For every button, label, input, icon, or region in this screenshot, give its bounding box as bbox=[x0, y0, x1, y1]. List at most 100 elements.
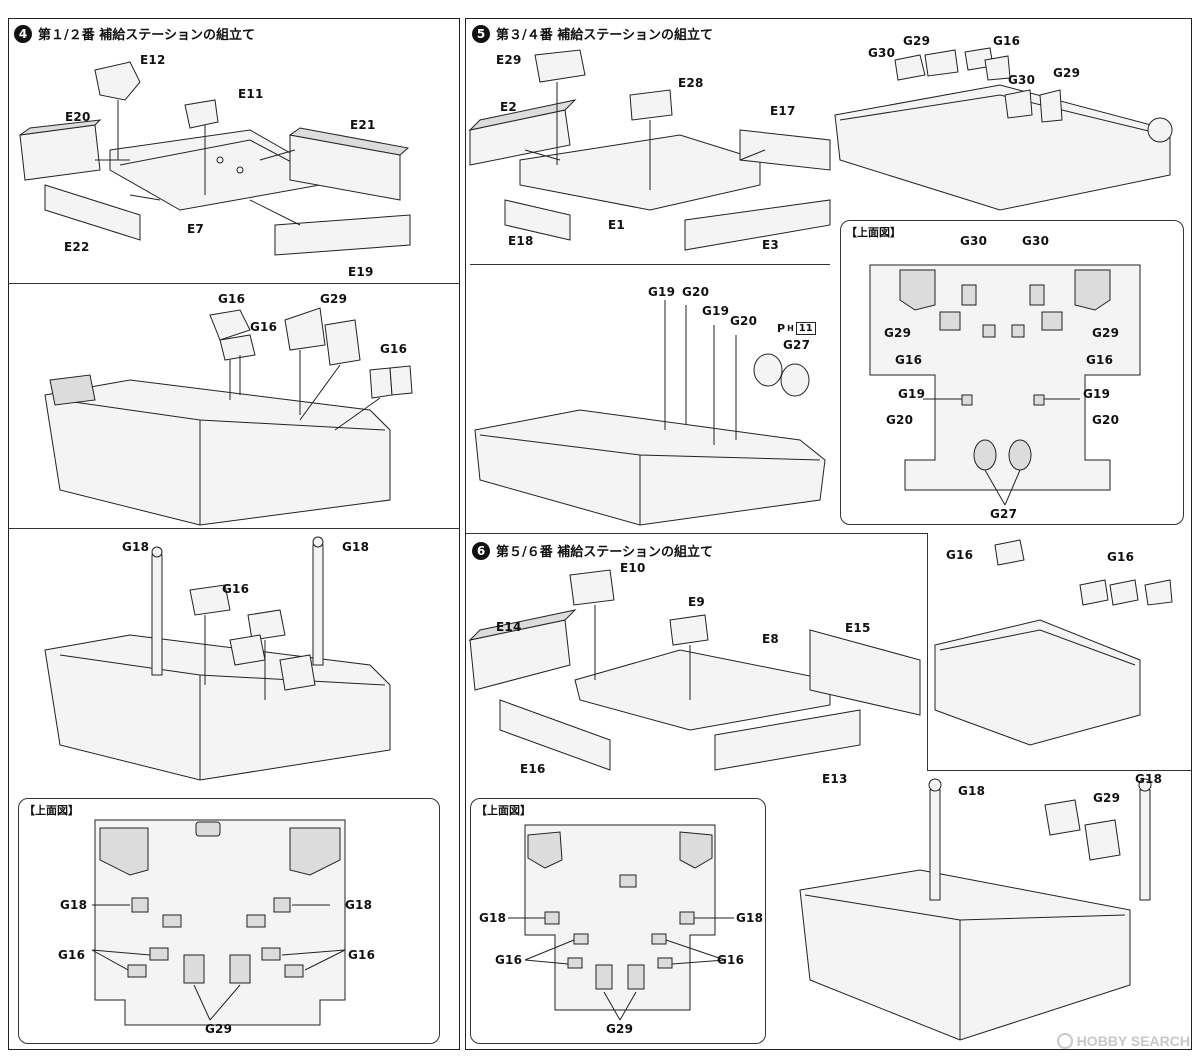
step5-top-view bbox=[869, 264, 1141, 506]
step5-assembly-middle bbox=[474, 300, 826, 526]
label-G29-tv5b: G29 bbox=[1092, 326, 1120, 340]
label-G29-s5b: G29 bbox=[1053, 66, 1081, 80]
step-6-title: 第５/６番 補給ステーションの組立て bbox=[496, 545, 714, 560]
label-G29-tv5a: G29 bbox=[884, 326, 912, 340]
label-G30-tv5a: G30 bbox=[960, 234, 988, 248]
left-column-frame bbox=[8, 18, 460, 1050]
label-E8: E8 bbox=[762, 632, 779, 646]
label-G16-tv5b: G16 bbox=[1086, 353, 1114, 367]
label-E22: E22 bbox=[64, 240, 90, 254]
label-E20: E20 bbox=[65, 110, 91, 124]
label-G20-s5a: G20 bbox=[682, 285, 710, 299]
label-G27-s5a: G27 bbox=[783, 338, 811, 352]
watermark-text: HOBBY SEARCH bbox=[1076, 1033, 1190, 1049]
top-view-title-step4: 【上面図】 bbox=[24, 804, 79, 817]
label-G20-s5b: G20 bbox=[730, 314, 758, 328]
step4-assembly-bottom bbox=[44, 536, 391, 781]
label-G18-s4d: G18 bbox=[345, 898, 373, 912]
label-E12: E12 bbox=[140, 53, 166, 67]
label-E7: E7 bbox=[187, 222, 204, 236]
hobby-search-logo-icon bbox=[1056, 1033, 1073, 1049]
label-G29-s6a: G29 bbox=[1093, 791, 1121, 805]
label-G27-tv5: G27 bbox=[990, 507, 1018, 521]
label-E29: E29 bbox=[496, 53, 522, 67]
top-view-title-step5: 【上面図】 bbox=[846, 226, 901, 239]
divider-step4-a bbox=[8, 283, 460, 284]
label-G30-tv5b: G30 bbox=[1022, 234, 1050, 248]
label-E15: E15 bbox=[845, 621, 871, 635]
step-5-number: 5 bbox=[472, 24, 490, 43]
label-G18-s6a: G18 bbox=[958, 784, 986, 798]
label-G29-s5a: G29 bbox=[903, 34, 931, 48]
label-E1: E1 bbox=[608, 218, 625, 232]
label-G18-s4c: G18 bbox=[60, 898, 88, 912]
step5-exploded-drawing bbox=[468, 49, 831, 251]
label-E2: E2 bbox=[500, 100, 517, 114]
label-E13: E13 bbox=[822, 772, 848, 786]
label-G16-s4b: G16 bbox=[250, 320, 278, 334]
label-G16-s4c: G16 bbox=[380, 342, 408, 356]
label-G19-tv5a: G19 bbox=[898, 387, 926, 401]
ph-sub: H bbox=[787, 324, 794, 333]
top-view-box-step4 bbox=[18, 798, 440, 1044]
label-E9: E9 bbox=[688, 595, 705, 609]
label-E16: E16 bbox=[520, 762, 546, 776]
label-G20-tv5b: G20 bbox=[1092, 413, 1120, 427]
label-E17: E17 bbox=[770, 104, 796, 118]
step-4-title: 第１/２番 補給ステーションの組立て bbox=[38, 28, 256, 43]
label-G29-s4a: G29 bbox=[320, 292, 348, 306]
divider-step4-b bbox=[8, 528, 460, 529]
label-E3: E3 bbox=[762, 238, 779, 252]
label-G18-s4b: G18 bbox=[342, 540, 370, 554]
step6-assembly-lower bbox=[799, 778, 1152, 1041]
label-G16-tv6a: G16 bbox=[495, 953, 523, 967]
label-G30-s5b: G30 bbox=[1008, 73, 1036, 87]
label-E21: E21 bbox=[350, 118, 376, 132]
label-G18-s6b: G18 bbox=[1135, 772, 1163, 786]
label-G16-s6a: G16 bbox=[946, 548, 974, 562]
label-G18-tv6a: G18 bbox=[479, 911, 507, 925]
label-G29-s4b: G29 bbox=[205, 1022, 233, 1036]
top-view-box-step5 bbox=[840, 220, 1184, 525]
label-G16-s4e: G16 bbox=[58, 948, 86, 962]
label-G16-s5a: G16 bbox=[993, 34, 1021, 48]
label-G19-tv5b: G19 bbox=[1083, 387, 1111, 401]
label-G19-s5b: G19 bbox=[702, 304, 730, 318]
label-G16-tv6b: G16 bbox=[717, 953, 745, 967]
watermark: HOBBY SEARCH bbox=[1056, 1033, 1190, 1049]
label-G16-s6b: G16 bbox=[1107, 550, 1135, 564]
label-E28: E28 bbox=[678, 76, 704, 90]
label-G16-tv5a: G16 bbox=[895, 353, 923, 367]
label-E19: E19 bbox=[348, 265, 374, 279]
label-E14: E14 bbox=[496, 620, 522, 634]
step-5-title: 第３/４番 補給ステーションの組立て bbox=[496, 28, 714, 43]
step4-assembly-middle bbox=[44, 307, 413, 526]
top-view-title-step6: 【上面図】 bbox=[476, 804, 531, 817]
divider-step6 bbox=[465, 533, 927, 534]
step-4-number: 4 bbox=[14, 24, 32, 43]
step6-exploded-drawing bbox=[468, 569, 921, 771]
label-E11: E11 bbox=[238, 87, 264, 101]
label-G18-s4a: G18 bbox=[122, 540, 150, 554]
label-G16-s4f: G16 bbox=[348, 948, 376, 962]
divider-step6-vertical bbox=[927, 533, 928, 770]
step4-exploded-drawing bbox=[19, 61, 411, 256]
label-G16-s4a: G16 bbox=[218, 292, 246, 306]
step4-top-view bbox=[91, 819, 346, 1026]
step-5-header: 5 第３/４番 補給ステーションの組立て bbox=[472, 24, 713, 43]
step6-assembly-upper bbox=[934, 539, 1173, 746]
label-E10: E10 bbox=[620, 561, 646, 575]
top-view-box-step6 bbox=[470, 798, 766, 1044]
label-G16-s4d: G16 bbox=[222, 582, 250, 596]
right-column-frame bbox=[465, 18, 1192, 1050]
label-E18: E18 bbox=[508, 234, 534, 248]
step-6-header: 6 第５/６番 補給ステーションの組立て bbox=[472, 541, 713, 560]
step6-top-view bbox=[508, 824, 734, 1021]
step5-assembly-right bbox=[834, 47, 1173, 211]
divider-step5-a bbox=[470, 264, 830, 265]
step-4-header: 4 第１/２番 補給ステーションの組立て bbox=[14, 24, 255, 43]
step-6-number: 6 bbox=[472, 541, 490, 560]
label-G19-s5a: G19 bbox=[648, 285, 676, 299]
